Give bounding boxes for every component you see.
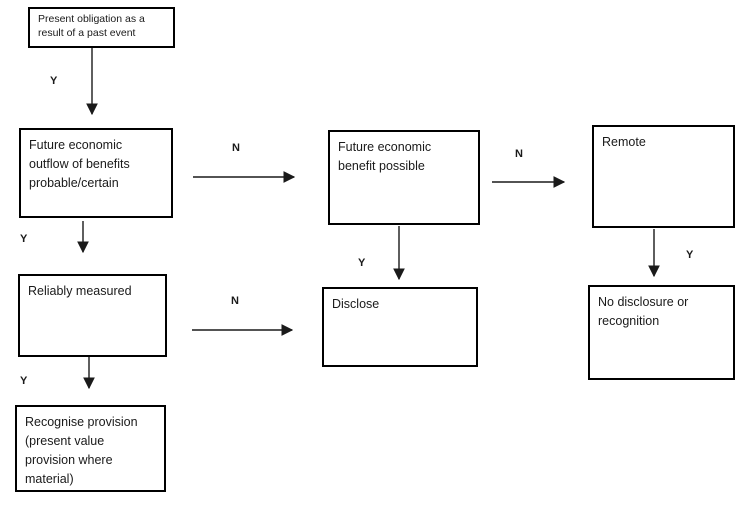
node-disclose-text: Disclose [332,297,380,311]
node-reliably-measured-text: Reliably measured [28,284,132,298]
node-recognise-provision: Recognise provision (present value provi… [15,405,166,492]
node-reliably-measured: Reliably measured [18,274,167,357]
node-future-outflow: Future economic outflow of benefits prob… [19,128,173,218]
node-remote-text: Remote [602,135,646,149]
edge-label-y-possible-to-disclose: Y [358,257,366,269]
edge-label-y-measured-to-recognise: Y [20,375,28,387]
node-present-obligation: Present obligation as a result of a past… [28,7,175,48]
node-disclose: Disclose [322,287,478,367]
node-no-disclosure-text: No disclosure or recognition [598,295,689,328]
node-future-outflow-text: Future economic outflow of benefits prob… [29,138,130,190]
edge-label-y-remote-to-nodisclosure: Y [686,249,694,261]
edge-label-y-obligation-to-outflow: Y [50,75,58,87]
node-benefit-possible-text: Future economic benefit possible [338,140,432,173]
edge-label-n-outflow-to-possible: N [232,142,240,154]
edge-label-y-outflow-to-measured: Y [20,233,28,245]
node-recognise-provision-text: Recognise provision (present value provi… [25,415,138,486]
node-no-disclosure: No disclosure or recognition [588,285,735,380]
node-remote: Remote [592,125,735,228]
edge-label-n-possible-to-remote: N [515,148,523,160]
node-benefit-possible: Future economic benefit possible [328,130,480,225]
edge-label-n-measured-to-disclose: N [231,295,239,307]
node-present-obligation-text: Present obligation as a result of a past… [38,13,145,39]
